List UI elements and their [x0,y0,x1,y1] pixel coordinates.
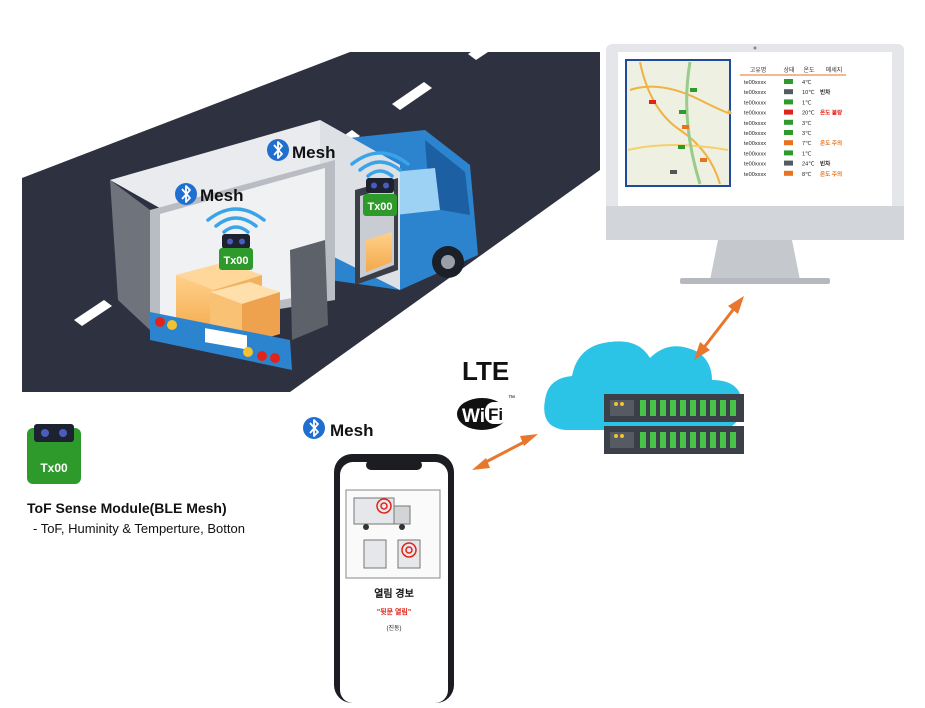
row-temp: 3℃ [802,120,811,127]
mesh-label-phone: Mesh [302,416,373,440]
row-temp: 3℃ [802,130,811,137]
legend-sensor-tag: Tx00 [40,461,68,475]
row-id: te00xxxx [744,151,766,157]
status-truck-icon [784,170,793,176]
table-row: te00xxxx 1℃ [744,99,811,106]
status-truck-icon [784,160,793,166]
legend-description: - ToF, Huminity & Temperture, Botton [33,521,245,536]
map-thumbnail [625,59,732,187]
row-temp: 1℃ [802,99,811,106]
row-id: te00xxxx [744,162,766,168]
status-truck-icon [784,119,793,125]
lte-label: LTE [462,356,509,386]
mesh-label-truck-top: Mesh [266,138,335,162]
table-row: te00xxxx 24℃ 빈차 [744,160,831,168]
status-truck-icon [784,130,793,135]
bluetooth-icon [266,138,290,162]
bluetooth-icon [174,182,198,206]
row-id: te00xxxx [744,100,766,106]
arrow-cloud-monitor [694,296,744,360]
table-row: te00xxxx 20℃ 온도 불량 [744,109,843,117]
row-message: 온도 불량 [820,109,843,117]
col-header-id: 고유명 [750,66,767,74]
status-truck-icon [784,89,793,95]
col-header-msg: 메세지 [826,66,843,74]
table-header: 고유명 상태 온도 메세지 [740,66,846,76]
row-id: te00xxxx [744,80,766,86]
row-temp: 1℃ [802,150,811,157]
cargo-boxes [176,262,280,345]
row-id: te00xxxx [744,111,766,117]
status-truck-icon [784,79,793,84]
table-row: te00xxxx 3℃ [744,130,811,137]
mesh-text: Mesh [200,186,243,205]
legend-sensor-icon: Tx00 [27,424,81,484]
table-row: te00xxxx 7℃ 온도 주의 [744,139,842,147]
row-temp: 4℃ [802,79,811,86]
status-truck-icon [784,150,793,156]
status-truck-icon [784,99,793,105]
server [604,394,744,454]
row-message: 빈차 [820,160,831,168]
table-row: te00xxxx 10℃ 빈차 [744,88,831,96]
col-header-status: 상태 [783,66,794,74]
row-id: te00xxxx [744,121,766,127]
col-header-temp: 온도 [803,67,815,74]
mesh-label-truck-left: Mesh [174,182,243,206]
status-truck-icon [784,109,793,115]
row-temp: 24℃ [802,161,815,168]
arrow-phone-cloud [472,434,538,470]
row-message: 빈차 [820,88,831,96]
bluetooth-icon [302,416,326,440]
sensor-side-tag: Tx00 [367,201,392,213]
row-id: te00xxxx [744,131,766,137]
mesh-text: Mesh [330,421,373,440]
row-temp: 20℃ [802,110,815,117]
wifi-left-text: Wi [462,406,485,427]
table-row: te00xxxx 3℃ [744,119,811,127]
row-temp: 7℃ [802,140,811,147]
wifi-tm-text: ™ [508,395,515,402]
sensor-rear: Tx00 [206,207,266,270]
table-row: te00xxxx 4℃ [744,79,811,86]
row-message: 온도 주의 [820,170,842,178]
wifi-logo: Wi Fi ™ [457,395,515,430]
row-id: te00xxxx [744,90,766,96]
wifi-right-text: Fi [488,405,503,424]
alert-note: (진동) [386,624,401,632]
sensor-rear-tag: Tx00 [223,255,248,267]
status-truck-icon [784,140,793,146]
alert-subtitle: "뒷문 열림" [377,607,411,616]
row-temp: 8℃ [802,171,811,178]
alert-title: 열림 경보 [374,587,414,600]
table-row: te00xxxx 1℃ [744,150,811,157]
table-row: te00xxxx 8℃ 온도 주의 [744,170,842,178]
row-temp: 10℃ [802,89,815,96]
row-id: te00xxxx [744,172,766,178]
row-id: te00xxxx [744,141,766,147]
smartphone: 열림 경보 "뒷문 열림" (진동) [334,454,454,703]
mesh-text: Mesh [292,143,335,162]
sensor-side: Tx00 [350,151,410,216]
row-message: 온도 주의 [820,139,842,147]
legend-title: ToF Sense Module(BLE Mesh) [27,500,227,516]
